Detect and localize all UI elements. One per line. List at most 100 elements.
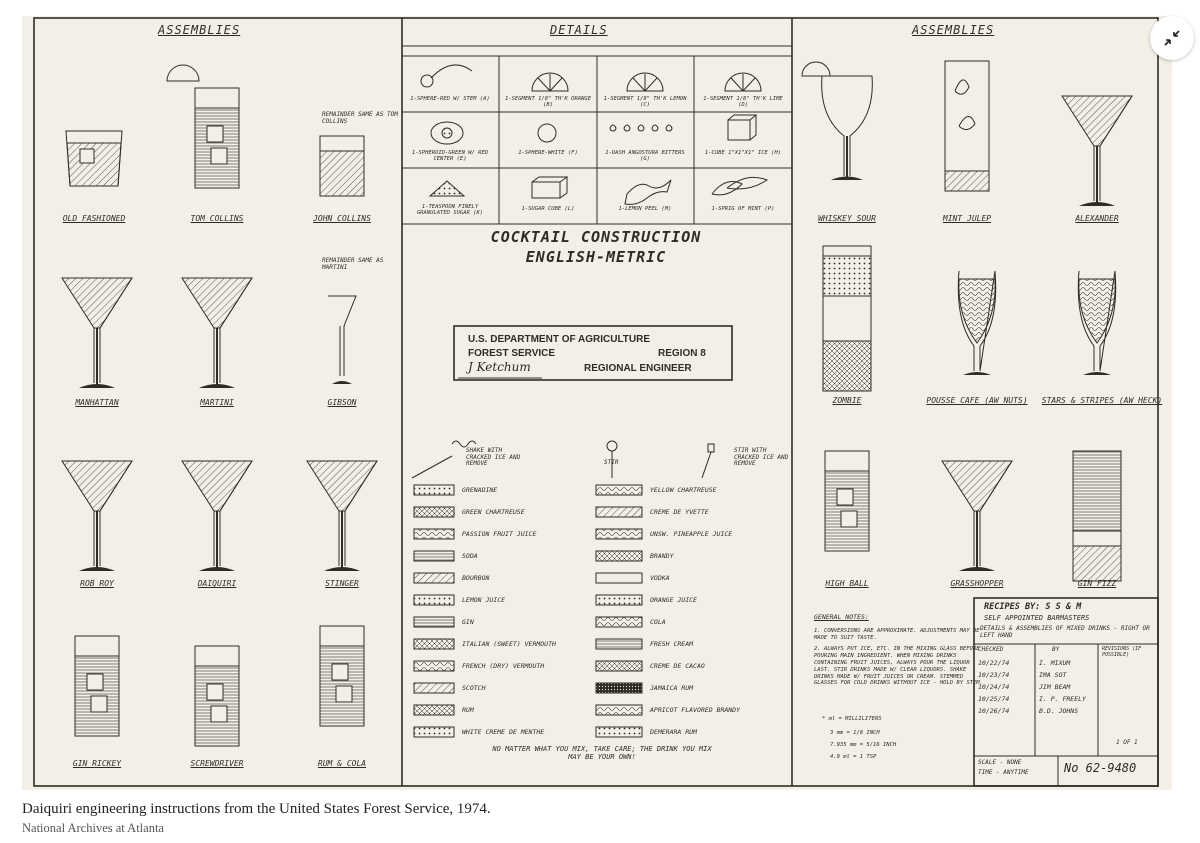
detail-a: 1-SPHERE-RED W/ STEM (A) [410,96,490,102]
check-date: 10/22/74 [978,659,1010,667]
glass-rum-cola [319,625,365,727]
col-checked: CHECKED [978,646,1004,653]
detail-m: 1-LEMON PEEL (M) [618,206,672,212]
sheet-number: 1 OF 1 [1116,739,1138,746]
detail-c: 1-SEGMENT 1/8" TH'K LEMON (C) [603,96,687,109]
general-note-2: 2. ALWAYS PUT ICE, ETC. IN THE MIXING GL… [814,646,983,687]
shake-label: SHAKE WITH CRACKED ICE AND REMOVE [466,447,521,468]
drink-name: ROB ROY [80,579,114,588]
drawing-number: No 62-9480 [1064,761,1137,775]
general-notes-title: GENERAL NOTES: [814,613,869,621]
drink-name: RUM & COLA [317,759,367,768]
blueprint-image: ASSEMBLIES DETAILS ASSEMBLIES 1-SPHERE-R… [22,16,1172,790]
drink-name: GIN RICKEY [72,759,122,768]
legend-label: CREME DE CACAO [650,662,705,670]
legend-label: COLA [650,618,666,626]
legend-swatches [413,484,643,738]
glass-high-ball [824,450,870,552]
legend-label: YELLOW CHARTREUSE [650,486,717,494]
glass-mint-julep [944,60,990,192]
drink-name: OLD FASHIONED [62,214,126,223]
legend-label: PASSION FRUIT JUICE [462,530,537,538]
glass-screwdriver [194,645,240,747]
general-note-1: 1. CONVERSIONS ARE APPROXIMATE. ADJUSTME… [814,628,980,641]
conversion-2: 7.935 mm = 5/16 INCH [830,742,897,748]
glass-daiquiri [181,460,253,572]
conversion-1: 3 mm = 1/8 INCH [830,730,880,736]
header-details: DETAILS [550,23,608,37]
time: TIME - ANYTIME [978,769,1029,776]
legend-label: GIN [462,618,474,626]
legend-label: FRENCH (DRY) VERMOUTH [462,662,545,670]
collapse-arrows-icon [1164,30,1180,46]
scale: SCALE - NONE [978,759,1022,766]
legend-label: SCOTCH [462,684,486,692]
legend-label: WHITE CREME DE MENTHE [462,728,545,736]
legend-label: FRESH CREAM [650,640,694,648]
usda-line2b: REGION 8 [658,348,706,359]
glass-pousse-cafe [957,270,997,376]
detail-p: 1-SPRIG OF MINT (P) [711,206,775,212]
collapse-button[interactable] [1150,16,1194,60]
legend-label: UNSW. PINEAPPLE JUICE [650,530,733,538]
legend-label: APRICOT FLAVORED BRANDY [650,706,741,714]
remainder-note: REMAINDER SAME AS TOM COLLINS [322,111,398,125]
glass-gibson [328,295,357,384]
remainder-note: REMAINDER SAME AS MARTINI [322,257,384,271]
drink-name: HIGH BALL [825,579,869,588]
glass-manhattan [61,277,133,389]
glass-old-fashioned [65,130,123,187]
conversion-3: 4.9 ml = 1 TSP [830,754,877,760]
legend-label: RUM [462,706,474,714]
drink-name: GRASSHOPPER [950,579,1004,588]
col-revisions: REVISIONS (IF POSSIBLE) [1102,646,1142,658]
legend-label: CREME DE YVETTE [650,508,709,516]
legend-label: ITALIAN (SWEET) VERMOUTH [462,640,556,648]
ml-note: * ml = MILLILITERS [822,716,882,722]
drink-name: MINT JULEP [942,214,992,223]
signature: J Ketchum [468,360,531,374]
check-date: 10/23/74 [978,671,1010,679]
drink-name: ZOMBIE [832,396,862,405]
title-block-line2: SELF APPOINTED BARMASTERS [984,614,1090,622]
detail-h: 1-CUBE 1"x1"x1" ICE (H) [704,150,782,156]
check-date: 10/25/74 [978,695,1010,703]
glass-whiskey-sour [820,75,874,181]
title-block-line3: DETAILS & ASSEMBLIES OF MIXED DRINKS - R… [980,625,1150,639]
drink-name: ALEXANDER [1075,214,1119,223]
glass-alexander [1061,95,1133,207]
drink-name: SCREWDRIVER [190,759,244,768]
image-caption: Daiquiri engineering instructions from t… [22,801,491,817]
drink-name: TOM COLLINS [190,214,244,223]
header-assemblies-right: ASSEMBLIES [912,23,995,37]
glass-tom-collins [194,87,240,189]
detail-b: 1-SEGMENT 1/8" TH'K ORANGE (B) [504,96,592,109]
glass-zombie [822,245,872,392]
detail-k: 1-TEASPOON FINELY GRANULATED SUGAR (K) [416,204,484,217]
title-line1: COCKTAIL CONSTRUCTION [490,228,702,246]
drink-name: STARS & STRIPES (AW HECK) [1041,396,1163,405]
drink-name: MANHATTAN [75,398,119,407]
drink-name: STINGER [325,579,359,588]
usda-line1: U.S. DEPARTMENT OF AGRICULTURE [468,334,651,345]
glass-stars-stripes [1077,270,1117,376]
legend-label: JAMAICA RUM [650,684,694,692]
title-line2: ENGLISH-METRIC [525,248,667,266]
check-date: 10/24/74 [978,683,1010,691]
legend-label: BOURBON [462,574,490,582]
drink-name: POUSSE CAFE (AW NUTS) [926,396,1028,405]
header-assemblies-left: ASSEMBLIES [158,23,241,37]
col-by: BY [1052,646,1060,653]
legend-label: SODA [462,552,478,560]
check-date: 10/26/74 [978,707,1010,715]
blueprint-drawing [33,17,1159,787]
glass-martini [181,277,253,389]
bottom-note: NO MATTER WHAT YOU MIX, TAKE CARE; THE D… [492,745,712,761]
check-by: IMA SOT [1039,671,1067,679]
drink-name: JOHN COLLINS [313,214,371,223]
glass-grasshopper [941,460,1013,572]
usda-line2a: FOREST SERVICE [468,348,556,359]
detail-d: 1-SEGMENT 1/8" TH'K LIME (D) [703,96,783,109]
drink-name: DAIQUIRI [197,579,237,588]
detail-l: 1-SUGAR CUBE (L) [521,206,575,212]
